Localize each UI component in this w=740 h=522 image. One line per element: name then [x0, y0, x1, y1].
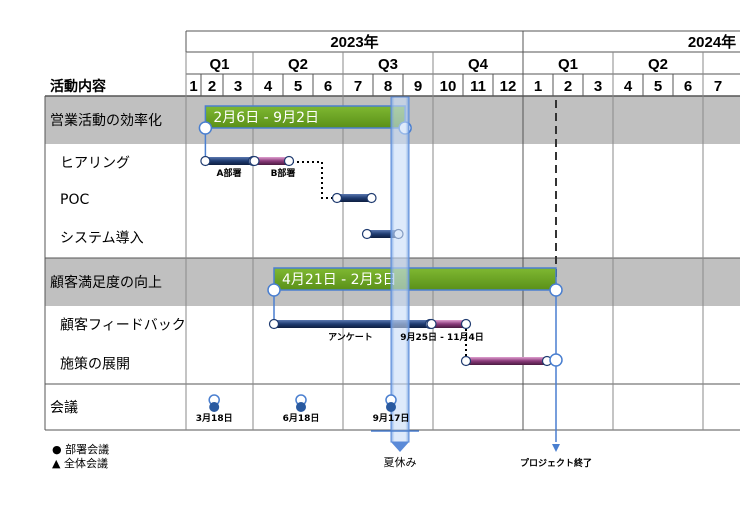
month-label-18: 7 — [714, 78, 722, 95]
row-label-6: 施策の展開 — [60, 356, 130, 373]
month-label-4: 5 — [294, 78, 302, 95]
quarter-label-5: Q2 — [648, 56, 668, 73]
task-bar-4 — [274, 320, 430, 328]
project-end-label: プロジェクト終了 — [520, 457, 592, 469]
legend-item-1: ▲ 全体会議 — [52, 456, 108, 470]
month-label-12: 1 — [534, 78, 542, 95]
meeting-label-1: 6月18日 — [283, 413, 320, 424]
month-label-3: 4 — [264, 78, 273, 95]
year-label-2024: 2024年 — [688, 33, 736, 51]
meeting-label-2: 9月17日 — [373, 413, 410, 424]
task-bar-end-2 — [366, 192, 377, 204]
month-label-13: 2 — [564, 78, 572, 95]
group-bar-label-0: 2月6日 - 9月2日 — [213, 110, 319, 126]
month-label-11: 12 — [500, 78, 517, 95]
group-end-marker-1 — [549, 283, 563, 297]
group-bar-label-1: 4月21日 - 2月3日 — [282, 272, 397, 288]
task-bar-2 — [337, 194, 372, 202]
task-bar-start-0 — [200, 155, 211, 167]
group-start-marker-0 — [198, 121, 213, 135]
connector-b-poc — [292, 161, 337, 199]
task-bar-start-1 — [249, 155, 260, 167]
row-label-0: 営業活動の効率化 — [50, 112, 162, 129]
summer-label: 夏休み — [384, 456, 417, 469]
project-end-milestone — [549, 353, 563, 367]
month-label-5: 6 — [324, 78, 332, 95]
task-bar-start-3 — [361, 228, 373, 240]
month-label-0: 1 — [189, 78, 197, 95]
task-bar-3 — [367, 230, 399, 238]
quarter-label-1: Q2 — [288, 56, 308, 73]
row-label-7: 会議 — [50, 399, 78, 416]
task-bar-start-5 — [426, 318, 437, 330]
row-label-4: 顧客満足度の向上 — [50, 274, 162, 291]
meeting-marker-fill-1 — [296, 402, 306, 412]
month-label-17: 6 — [684, 78, 692, 95]
bar-label-2: アンケート — [328, 332, 373, 343]
meeting-marker-fill-0 — [209, 402, 220, 412]
meeting-label-0: 3月18日 — [196, 413, 233, 424]
task-bar-6 — [466, 357, 547, 365]
month-label-6: 7 — [354, 78, 362, 95]
month-label-1: 2 — [208, 78, 216, 95]
row-label-2: POC — [60, 192, 89, 208]
project-end-arrow — [552, 444, 560, 452]
month-label-7: 8 — [384, 78, 392, 95]
row-label-5: 顧客フィードバック — [60, 317, 186, 334]
month-label-10: 11 — [470, 78, 486, 95]
quarter-label-0: Q1 — [209, 56, 229, 73]
month-label-16: 5 — [654, 78, 662, 95]
row-label-3: システム導入 — [60, 231, 144, 247]
year-label-2023: 2023年 — [330, 33, 378, 51]
month-label-9: 10 — [440, 78, 457, 95]
task-bar-start-2 — [331, 192, 343, 204]
summer-break-overlay: 夏休み — [371, 96, 419, 469]
task-bar-end-1 — [283, 155, 295, 167]
task-bars: 2月6日 - 9月2日 4月21日 - 2月3日 — [198, 105, 563, 367]
task-bar-start-4 — [268, 318, 280, 330]
legend-item-0: ● 部署会議 — [52, 442, 109, 456]
quarter-label-3: Q4 — [468, 56, 489, 73]
quarter-label-4: Q1 — [558, 56, 578, 73]
bar-label-3: 9月25日 - 11月4日 — [400, 332, 484, 343]
task-bar-end-5 — [460, 318, 472, 330]
month-label-2: 3 — [234, 78, 242, 95]
task-bar-1 — [254, 157, 289, 165]
bar-label-0: A部署 — [217, 167, 242, 179]
month-label-14: 3 — [594, 78, 602, 95]
summer-band-arrow — [391, 442, 409, 452]
month-label-15: 4 — [624, 78, 633, 95]
legend: ● 部署会議▲ 全体会議 — [52, 442, 109, 470]
group-start-marker-1 — [267, 283, 281, 297]
summer-band — [390, 96, 410, 443]
task-bar-5 — [431, 320, 466, 328]
activity-header: 活動内容 — [50, 78, 106, 95]
group-bar-1 — [273, 267, 557, 291]
meeting-marker-fill-2 — [386, 402, 396, 412]
month-label-8: 9 — [414, 78, 422, 95]
row-label-1: ヒアリング — [60, 156, 130, 172]
task-bar-0 — [205, 157, 253, 165]
task-bar-start-6 — [460, 355, 472, 367]
bar-label-1: B部署 — [271, 167, 296, 179]
quarter-label-2: Q3 — [378, 56, 398, 73]
